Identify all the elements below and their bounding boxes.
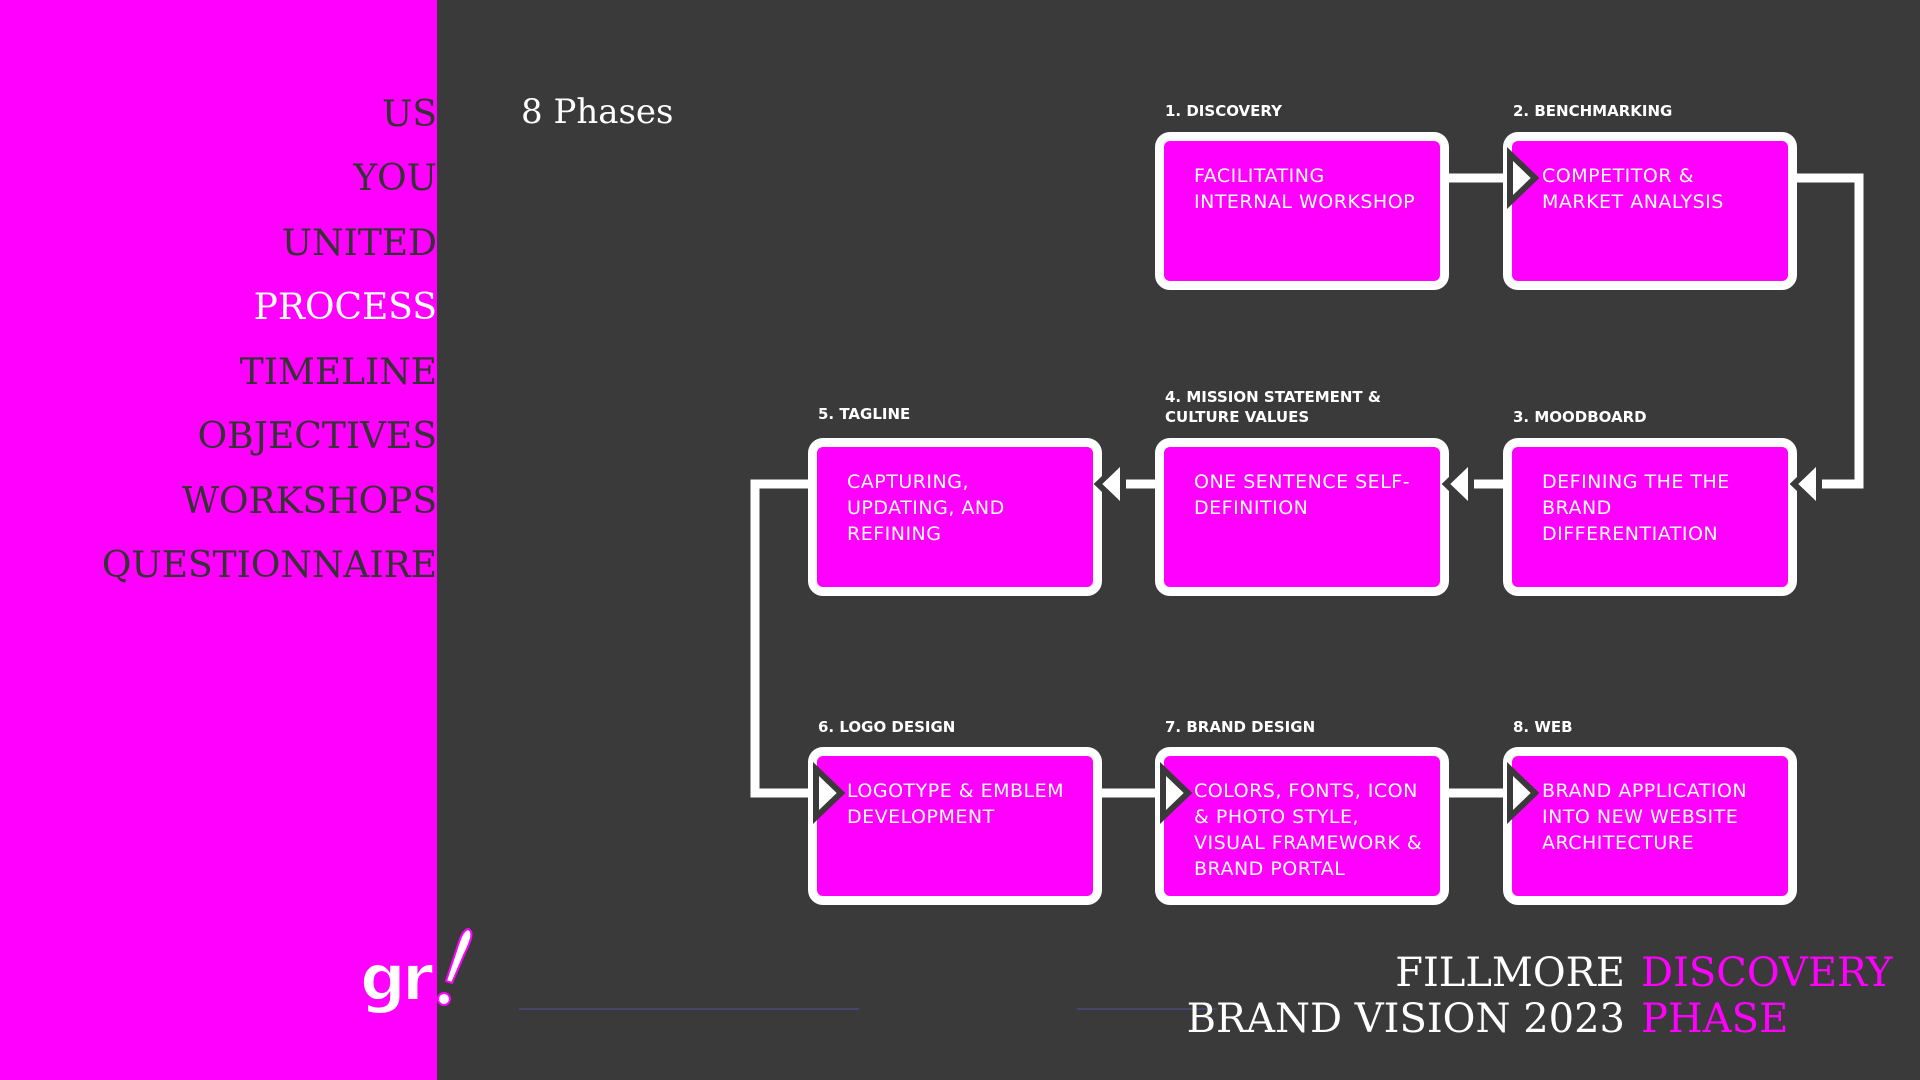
nav-item-you[interactable]: YOU [353,158,437,199]
phase-label-logo-design: 6. LOGO DESIGN [818,718,956,736]
brand-logo[interactable]: gr [359,925,480,1025]
subtitle-line-1: DISCOVERY [1641,950,1893,996]
phase-label-mission: 4. MISSION STATEMENT & CULTURE VALUES [1165,388,1381,426]
nav-item-timeline[interactable]: TIMELINE [239,352,437,393]
logo-wordmark: gr [359,942,434,1016]
subtitle-line-2: PHASE [1641,996,1789,1042]
logo-exclamation-icon [437,927,473,1006]
arrow-right-icon [813,761,846,825]
phase-box-benchmarking[interactable]: COMPETITOR & MARKET ANALYSIS [1503,132,1797,290]
footer-divider [519,1008,859,1010]
phase-box-mission[interactable]: ONE SENTENCE SELF-DEFINITION [1155,438,1449,596]
phase-desc-mission: ONE SENTENCE SELF-DEFINITION [1194,471,1411,519]
presentation-subtitle: DISCOVERY PHASE [1641,950,1901,1042]
phase-label-moodboard: 3. MOODBOARD [1513,408,1647,426]
nav-item-workshops[interactable]: WORKSHOPS [182,481,437,522]
nav-item-objectives[interactable]: OBJECTIVES [197,416,437,457]
presentation-title: FILLMORE BRAND VISION 2023 [1125,950,1625,1042]
phase-desc-benchmarking: COMPETITOR & MARKET ANALYSIS [1542,165,1724,213]
phase-box-moodboard[interactable]: DEFINING THE THE BRAND DIFFERENTIATION [1503,438,1797,596]
phase-label-benchmarking: 2. BENCHMARKING [1513,102,1673,120]
phase-box-tagline[interactable]: CAPTURING, UPDATING, AND REFINING [808,438,1102,596]
arrow-right-icon [1160,761,1193,825]
section-title: 8 Phases [521,92,674,132]
title-line-1: FILLMORE [1395,950,1625,996]
arrow-left-icon [1789,452,1822,516]
phase-desc-tagline: CAPTURING, UPDATING, AND REFINING [847,471,1005,545]
sidebar-nav: US YOU UNITED PROCESS TIMELINE OBJECTIVE… [0,0,437,1080]
main-content: 8 Phases 1. DISCOVERY FACILITATING INTER… [437,0,1920,1080]
phase-desc-logo-design: LOGOTYPE & EMBLEM DEVELOPMENT [847,780,1065,828]
phase-desc-web: BRAND APPLICATION INTO NEW WEBSITE ARCHI… [1542,780,1748,854]
phase-desc-moodboard: DEFINING THE THE BRAND DIFFERENTIATION [1542,471,1730,545]
footer-divider [1077,1008,1217,1010]
phase-desc-discovery: FACILITATING INTERNAL WORKSHOP [1194,165,1416,213]
phase-desc-brand-design: COLORS, FONTS, ICON & PHOTO STYLE, VISUA… [1194,780,1423,880]
nav-item-process[interactable]: PROCESS [253,287,437,328]
phase-box-discovery[interactable]: FACILITATING INTERNAL WORKSHOP [1155,132,1449,290]
nav-item-us[interactable]: US [381,94,437,135]
phase-label-discovery: 1. DISCOVERY [1165,102,1282,120]
phase-box-brand-design[interactable]: COLORS, FONTS, ICON & PHOTO STYLE, VISUA… [1155,747,1449,905]
nav-item-united[interactable]: UNITED [281,223,437,264]
phase-box-web[interactable]: BRAND APPLICATION INTO NEW WEBSITE ARCHI… [1503,747,1797,905]
phase-arrowheads [813,146,1822,825]
phase-label-web: 8. WEB [1513,718,1573,736]
arrow-right-icon [1507,761,1540,825]
phase-label-tagline: 5. TAGLINE [818,405,911,423]
arrow-right-icon [1507,146,1540,210]
nav-item-questionnaire[interactable]: QUESTIONNAIRE [101,545,437,586]
phase-box-logo-design[interactable]: LOGOTYPE & EMBLEM DEVELOPMENT [808,747,1102,905]
phase-label-brand-design: 7. BRAND DESIGN [1165,718,1316,736]
title-line-2: BRAND VISION 2023 [1186,996,1625,1042]
arrow-left-icon [1093,452,1126,516]
arrow-left-icon [1441,452,1474,516]
